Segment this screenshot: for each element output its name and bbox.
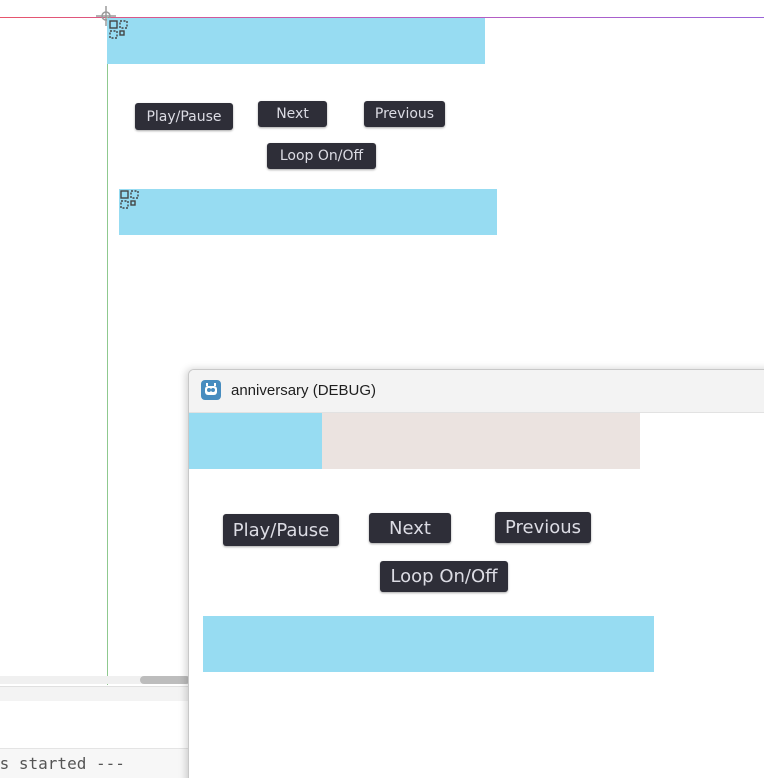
game-window: anniversary (DEBUG) Play/Pause Next Prev…: [188, 369, 764, 778]
editor-previous-button[interactable]: Previous: [364, 101, 445, 127]
game-bottom-panel[interactable]: [203, 616, 654, 672]
x-axis-guide: [0, 17, 764, 18]
scrollbar-thumb[interactable]: [140, 676, 190, 684]
play-pause-button[interactable]: Play/Pause: [223, 514, 339, 546]
output-log-line: ss started ---: [0, 754, 125, 773]
texture-rect-icon: [120, 190, 139, 209]
editor-next-button[interactable]: Next: [258, 101, 327, 127]
next-button[interactable]: Next: [369, 513, 451, 543]
godot-icon: [201, 380, 221, 400]
origin-gizmo-icon[interactable]: [96, 6, 116, 26]
editor-loop-button[interactable]: Loop On/Off: [267, 143, 376, 169]
output-panel: ss started ---: [0, 748, 190, 778]
editor-top-panel[interactable]: [107, 18, 485, 64]
progress-fill: [189, 413, 323, 469]
texture-rect-icon: [109, 20, 128, 39]
previous-button[interactable]: Previous: [495, 512, 591, 543]
editor-bottom-panel[interactable]: [119, 189, 497, 235]
song-progress-bar[interactable]: [189, 413, 640, 469]
panel-divider[interactable]: [0, 686, 190, 701]
window-titlebar[interactable]: anniversary (DEBUG): [189, 370, 764, 413]
editor-play-pause-button[interactable]: Play/Pause: [135, 103, 233, 130]
loop-button[interactable]: Loop On/Off: [380, 561, 508, 592]
window-title: anniversary (DEBUG): [231, 382, 377, 399]
y-axis-guide: [107, 17, 108, 685]
horizontal-scrollbar[interactable]: [0, 676, 190, 684]
